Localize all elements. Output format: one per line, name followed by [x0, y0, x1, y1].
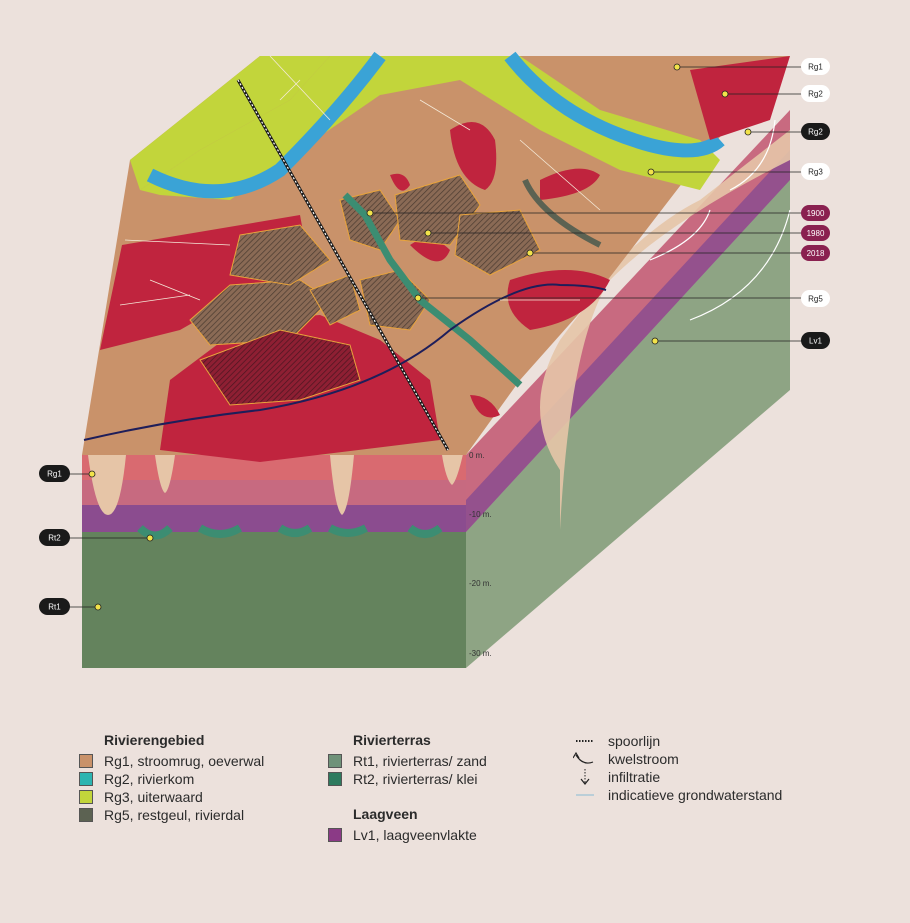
swatch-rt2 — [328, 772, 342, 786]
svg-text:Rt1: Rt1 — [48, 603, 61, 612]
legend-title-laagveen: Laagveen — [353, 806, 418, 822]
swatch-rt1 — [328, 754, 342, 768]
top-surface — [82, 51, 791, 462]
svg-text:1980: 1980 — [807, 229, 825, 238]
legend-item-infiltratie: infiltratie — [572, 768, 782, 786]
depth-30: -30 m. — [469, 649, 492, 658]
seepage-flow-icon — [572, 750, 598, 768]
side-face — [466, 110, 790, 668]
front-face — [82, 440, 466, 668]
legend-rivierterras-laagveen: Rivierterras Rt1, rivierterras/ zand Rt2… — [328, 732, 487, 844]
legend-item-rg5: Rg5, restgeul, rivierdal — [79, 806, 264, 824]
groundwater-line-icon — [572, 786, 598, 804]
legend-item-spoorlijn: spoorlijn — [572, 732, 782, 750]
swatch-rg1 — [79, 754, 93, 768]
svg-text:Rg1: Rg1 — [47, 470, 62, 479]
callout-1900: 1900 — [801, 205, 830, 221]
legend-item-grondwaterstand: indicatieve grondwaterstand — [572, 786, 782, 804]
svg-text:1900: 1900 — [807, 209, 825, 218]
legend-item-lv1: Lv1, laagveenvlakte — [328, 826, 487, 844]
legend-symbols: spoorlijn kwelstroom infiltratie indicat… — [572, 732, 782, 804]
callout-rg3: Rg3 — [801, 163, 830, 180]
callout-2018: 2018 — [801, 245, 830, 261]
svg-text:Rg1: Rg1 — [808, 63, 823, 72]
depth-labels: 0 m. -10 m. -20 m. -30 m. — [469, 451, 492, 658]
callouts-right: Rg1 Rg2 Rg2 Rg3 1900 1980 2018 Rg5 — [801, 58, 830, 349]
svg-text:Rg5: Rg5 — [808, 295, 823, 304]
svg-text:Lv1: Lv1 — [809, 337, 822, 346]
callout-1980: 1980 — [801, 225, 830, 241]
callout-lines — [66, 66, 803, 608]
swatch-rg5 — [79, 808, 93, 822]
legend-rivierengebied: Rivierengebied Rg1, stroomrug, oeverwal … — [79, 732, 264, 824]
legend-item-kwelstroom: kwelstroom — [572, 750, 782, 768]
infiltration-icon — [572, 768, 598, 786]
depth-20: -20 m. — [469, 579, 492, 588]
callout-left-rt1: Rt1 — [39, 598, 70, 615]
legend-title-rivierengebied: Rivierengebied — [104, 732, 205, 748]
callout-left-rg1: Rg1 — [39, 465, 70, 482]
svg-text:Rt2: Rt2 — [48, 534, 61, 543]
railway-icon — [572, 732, 598, 750]
legend-item-rg1: Rg1, stroomrug, oeverwal — [79, 752, 264, 770]
legend-item-rg2: Rg2, rivierkom — [79, 770, 264, 788]
svg-text:2018: 2018 — [807, 249, 825, 258]
callout-rg1: Rg1 — [801, 58, 830, 75]
depth-10: -10 m. — [469, 510, 492, 519]
legend-item-rt1: Rt1, rivierterras/ zand — [328, 752, 487, 770]
legend-item-rt2: Rt2, rivierterras/ klei — [328, 770, 487, 788]
swatch-rg3 — [79, 790, 93, 804]
swatch-rg2 — [79, 772, 93, 786]
geological-block-diagram: Rg1 Rg2 Rg2 Rg3 1900 1980 2018 Rg5 — [39, 51, 830, 668]
svg-text:Rg2: Rg2 — [808, 128, 823, 137]
callout-markers — [88, 63, 752, 611]
callout-rg2-dark: Rg2 — [801, 123, 830, 140]
callout-lv1: Lv1 — [801, 332, 830, 349]
callout-left-rt2: Rt2 — [39, 529, 70, 546]
callout-rg5: Rg5 — [801, 290, 830, 307]
depth-0: 0 m. — [469, 451, 485, 460]
callout-rg2: Rg2 — [801, 85, 830, 102]
legend-title-rivierterras: Rivierterras — [353, 732, 431, 748]
svg-text:Rg2: Rg2 — [808, 90, 823, 99]
svg-text:Rg3: Rg3 — [808, 168, 823, 177]
swatch-lv1 — [328, 828, 342, 842]
legend-item-rg3: Rg3, uiterwaard — [79, 788, 264, 806]
callouts-left: Rg1 Rt2 Rt1 — [39, 465, 70, 615]
